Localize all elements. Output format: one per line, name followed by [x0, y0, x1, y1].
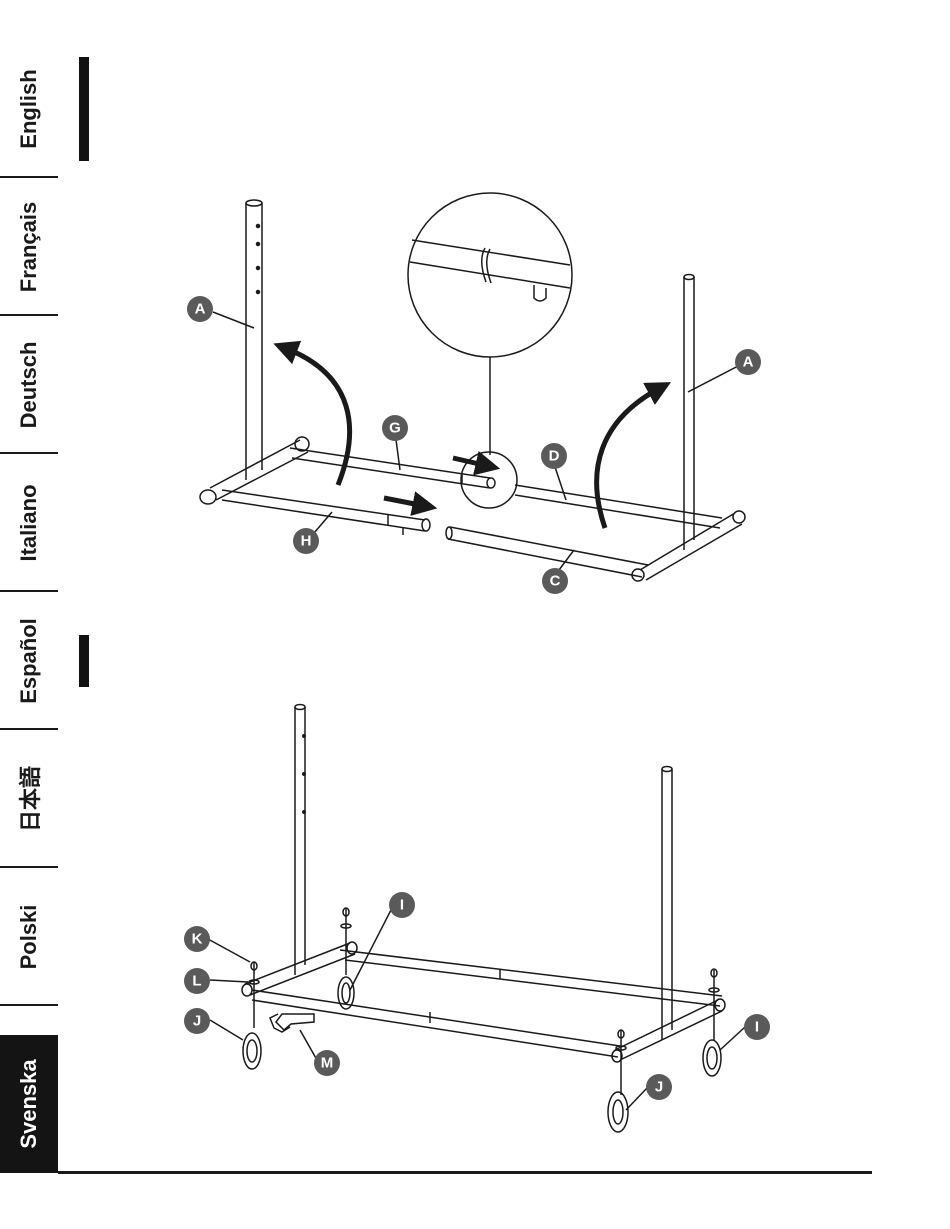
- tube-h: [222, 490, 430, 535]
- part-label: J: [193, 1013, 201, 1030]
- badge-k: K: [184, 926, 210, 952]
- part-label: G: [389, 420, 401, 437]
- part-label: C: [550, 573, 561, 590]
- caster-right: [703, 969, 721, 1076]
- badge-j-right: J: [646, 1074, 672, 1100]
- left-lift-arrow: [285, 348, 350, 485]
- badge-j-left: J: [184, 1008, 210, 1034]
- badge-c: C: [542, 568, 568, 594]
- tube-c: [446, 527, 648, 577]
- frame-rails: [242, 942, 725, 1062]
- left-base: [200, 437, 309, 504]
- part-label: J: [655, 1079, 663, 1096]
- badge-g: G: [382, 415, 408, 441]
- part-label: D: [549, 448, 560, 465]
- badge-a-left: A: [187, 296, 213, 322]
- part-label: A: [743, 354, 754, 371]
- left-upright-a: [246, 200, 262, 480]
- badge-d: D: [541, 443, 567, 469]
- part-label: L: [192, 973, 201, 990]
- part-label: A: [195, 301, 206, 318]
- badge-a-right: A: [735, 349, 761, 375]
- part-label: K: [192, 931, 203, 948]
- part-label: H: [301, 533, 312, 550]
- badge-l: L: [184, 968, 210, 994]
- step-1-illustration: [200, 193, 745, 581]
- badge-m: M: [314, 1050, 340, 1076]
- badge-h: H: [293, 528, 319, 554]
- badge-i-top: I: [389, 892, 415, 918]
- right-base: [632, 511, 745, 581]
- part-label: I: [400, 897, 404, 914]
- part-label: I: [755, 1019, 759, 1036]
- right-upright-a: [684, 275, 694, 551]
- insert-arrow-lower: [384, 498, 425, 506]
- part-label: M: [321, 1055, 334, 1072]
- badge-i-right: I: [744, 1014, 770, 1040]
- left-upright: [295, 705, 305, 976]
- step-2-illustration: [208, 705, 745, 1133]
- tube-d: [515, 485, 722, 528]
- caster-top-left: [338, 908, 354, 1009]
- wrench-m: [270, 1014, 314, 1032]
